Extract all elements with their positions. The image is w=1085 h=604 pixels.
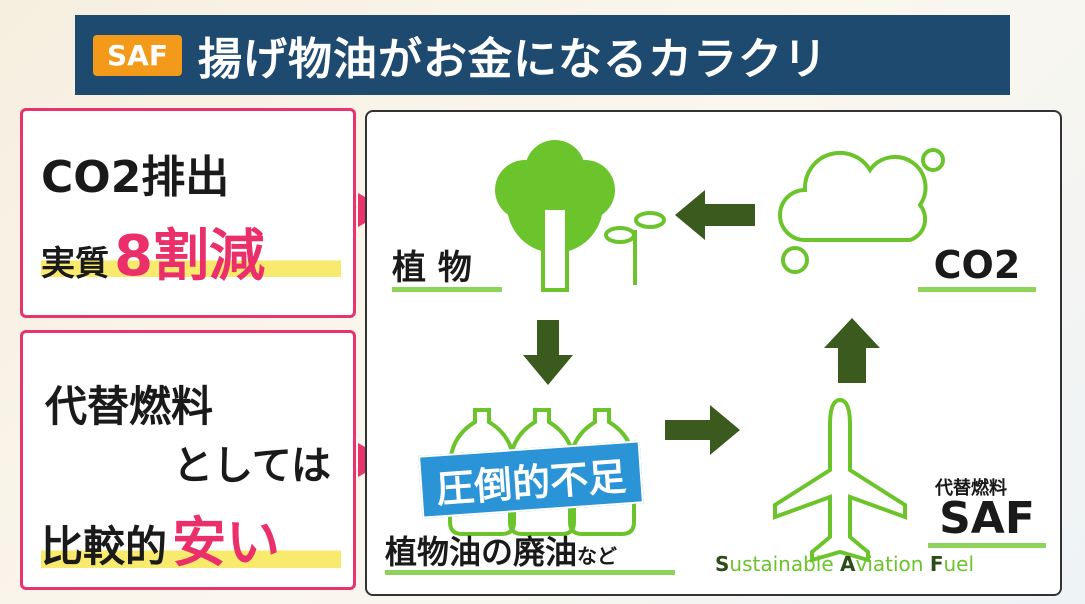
highlight-underline: 実質 8割減 [41, 211, 341, 289]
highlight-underline: 比較的 安い [41, 498, 341, 574]
plant-label: 植 物 [392, 249, 502, 293]
cycle-icons [448, 140, 945, 563]
tree-trunk [541, 210, 569, 292]
co2-label: CO2 [918, 244, 1036, 292]
cloud-icon [778, 148, 945, 274]
cycle-panel [365, 110, 1062, 596]
saf-full-name: Sustainable Aviation Fuel [715, 552, 974, 576]
waste-oil-label: 植物油の廃油など [385, 533, 675, 576]
saf-sub-label: 代替燃料 [935, 478, 1007, 499]
airplane-icon [773, 397, 907, 563]
cost-box: 代替燃料 としては 比較的 安い [20, 330, 356, 590]
saf-label: SAF [928, 494, 1046, 549]
initial-f: F [929, 552, 944, 576]
initial-s: S [715, 552, 730, 576]
cheap-label: 安い [172, 511, 281, 574]
arrow-down-icon [523, 320, 573, 385]
sprout-icon [604, 211, 666, 285]
co2-reduction-box: CO2排出 実質 8割減 [20, 108, 356, 318]
initial-a: A [840, 552, 856, 576]
waste-oil-text: 植物油の廃油 [385, 533, 578, 571]
page-title: 揚げ物油がお金になるカラクリ [197, 34, 828, 85]
arrow-up-icon [824, 318, 880, 383]
reduction-value: 8割減 [114, 224, 266, 289]
word-sustainable: ustainable [729, 552, 841, 576]
relatively-label: 比較的 [41, 522, 168, 571]
etc-text: など [577, 544, 618, 568]
co2-emission-label: CO2排出 [41, 152, 230, 203]
alt-fuel-label: 代替燃料 [45, 382, 214, 431]
saf-badge: SAF [93, 34, 182, 76]
arrow-left-icon [675, 190, 755, 240]
title-bar: SAF 揚げ物油がお金になるカラクリ [75, 15, 1010, 95]
arrow-right-icon [665, 405, 740, 455]
effective-label: 実質 [41, 244, 109, 284]
word-aviation: viation [855, 552, 924, 576]
as-label: としては [173, 443, 331, 489]
word-fuel: uel [943, 552, 975, 576]
